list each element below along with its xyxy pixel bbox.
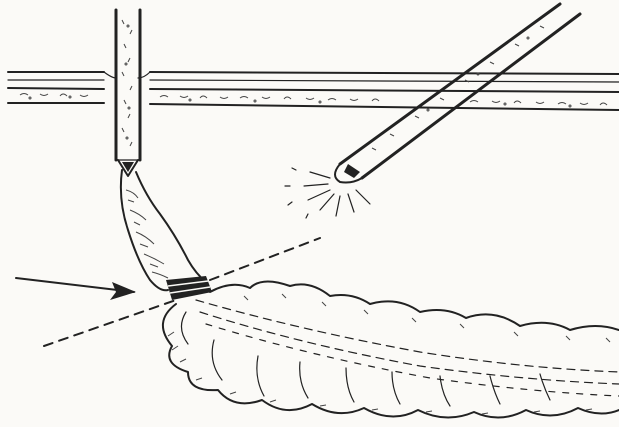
appendix	[121, 170, 206, 290]
pointer-arrow	[16, 278, 136, 300]
light-rays	[285, 168, 370, 218]
laparoscope-port	[116, 10, 140, 176]
light-probe	[335, 4, 580, 183]
abdominal-wall-layers	[8, 72, 619, 110]
cecum-bowel	[163, 281, 619, 417]
ligature-band	[166, 276, 212, 300]
